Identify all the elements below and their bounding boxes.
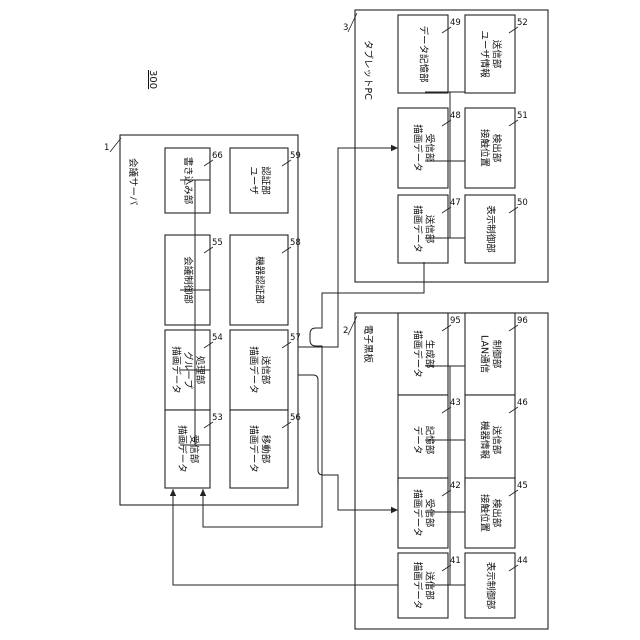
figure-number: 300 <box>147 70 158 89</box>
conference-server-number: 1 <box>104 143 109 153</box>
block-user-info-transmission-unit: ユーザ情報送信部 52 <box>465 15 528 93</box>
block-number: 47 <box>450 198 461 208</box>
block-number: 95 <box>450 316 461 326</box>
block-label-line: 送信部 <box>260 356 272 385</box>
block-drawing-data-transmission-unit: 描画データ送信部 57 <box>230 330 301 410</box>
tablet-pc-frame <box>355 10 548 282</box>
conference-server-label: 会議サーバ <box>127 158 139 206</box>
conference-server-leader <box>110 138 121 152</box>
tablet-pc-leader <box>348 13 357 32</box>
block-label-line: 描画データ <box>248 346 260 394</box>
whiteboard-label: 電子黒板 <box>362 325 374 364</box>
block-label-line: 会議制御部 <box>182 256 194 304</box>
block-label-line: 受信部 <box>188 435 200 464</box>
block-contact-position-detection-unit: 接触位置検出部 45 <box>465 478 528 548</box>
block-label-line: LAN通信 <box>479 335 491 373</box>
block-label-line: 受信部 <box>424 499 436 528</box>
block-label-line: 機器認証部 <box>254 256 266 304</box>
whiteboard-frame <box>355 313 548 629</box>
block-number: 49 <box>450 18 461 28</box>
block-lan-communication-control-unit: LAN通信制御部 96 <box>465 313 528 395</box>
block-number: 55 <box>212 238 223 248</box>
block-number: 56 <box>290 413 301 423</box>
conference-server: 会議サーバ 1 書き込み部66 ユーザ認証部59 会議制御部55 機器認証部58… <box>104 135 301 505</box>
block-contact-position-detection-unit: 接触位置検出部 51 <box>465 108 528 188</box>
block-label-line: 送信部 <box>424 215 436 244</box>
block-drawing-data-reception-unit: 描画データ受信部 53 <box>165 410 223 488</box>
block-number: 58 <box>290 238 301 248</box>
block-number: 45 <box>517 481 528 491</box>
block-device-info-transmission-unit: 機器情報送信部 46 <box>465 395 528 485</box>
tablet-pc-number: 3 <box>343 23 348 33</box>
block-label-line: 表示制御部 <box>485 205 497 253</box>
block-label-line: 描画データ <box>412 562 424 610</box>
block-label-line: データ記憶部 <box>418 25 430 82</box>
wire-server-to-whiteboard <box>298 375 398 510</box>
block-user-authentication-unit: ユーザ認証部 59 <box>230 148 301 213</box>
whiteboard-number: 2 <box>343 326 348 336</box>
block-data-storage-unit: データ記憶部 49 <box>398 15 461 93</box>
block-drawing-data-transmission-unit: 描画データ送信部 47 <box>398 195 461 263</box>
block-number: 46 <box>517 398 528 408</box>
block-number: 52 <box>517 18 528 28</box>
wire-server-to-tablet <box>298 148 398 347</box>
tablet-pc-label: タブレットPC <box>362 40 374 100</box>
block-number: 43 <box>450 398 461 408</box>
block-label-line: 表示制御部 <box>485 562 497 610</box>
block-label-line: 認証部 <box>260 166 272 195</box>
block-number: 48 <box>450 111 461 121</box>
block-number: 50 <box>517 198 528 208</box>
block-number: 57 <box>290 333 301 343</box>
block-drawing-data-reception-unit: 描画データ受信部 48 <box>398 108 461 188</box>
block-label-line: 接触位置 <box>479 129 491 167</box>
wire-whiteboard-to-server <box>173 489 398 585</box>
block-label-line: データ <box>412 426 424 455</box>
block-label-line: 検出部 <box>491 134 503 163</box>
block-device-authentication-unit: 機器認証部 58 <box>230 235 301 325</box>
block-label-line: 制御部 <box>491 340 503 369</box>
block-number: 51 <box>517 111 528 121</box>
block-conference-control-unit: 会議制御部 55 <box>165 235 223 325</box>
block-number: 59 <box>290 151 301 161</box>
block-number: 96 <box>517 316 528 326</box>
block-label-line: 描画データ <box>412 124 424 172</box>
block-label-line: 描画データ <box>176 425 188 473</box>
block-label-line: 描画データ <box>412 330 424 378</box>
block-number: 53 <box>212 413 223 423</box>
block-drawing-data-generation-unit: 描画データ生成部 95 <box>398 313 461 395</box>
block-label-line: 生成部 <box>424 340 436 369</box>
tablet-pc: タブレットPC 3 データ記憶部49 ユーザ情報送信部52 描画データ受信部48… <box>343 10 548 282</box>
block-label-line: ユーザ情報 <box>479 30 491 78</box>
block-display-control-unit: 表示制御部 50 <box>465 195 528 263</box>
block-label-line: 接触位置 <box>479 494 491 532</box>
electronic-whiteboard: 電子黒板 2 描画データ生成部95 LAN通信制御部96 データ記憶部43 機器… <box>343 313 548 629</box>
block-number: 42 <box>450 481 461 491</box>
block-display-control-unit: 表示制御部 44 <box>465 553 528 618</box>
block-label-line: 描画データ <box>248 425 260 473</box>
block-label-line: 描画データ <box>412 205 424 253</box>
block-label-line: ユーザ <box>248 166 259 195</box>
block-label-line: 検出部 <box>491 499 503 528</box>
block-number: 66 <box>212 151 223 161</box>
block-label-line: 送信部 <box>491 40 503 69</box>
whiteboard-leader <box>348 316 357 335</box>
block-label-line: 描画データ <box>412 489 424 537</box>
block-label-line: 送信部 <box>491 426 503 455</box>
block-number: 41 <box>450 556 461 566</box>
block-label-line: 移動部 <box>260 435 272 464</box>
block-number: 44 <box>517 556 528 566</box>
block-drawing-data-moving-unit: 描画データ移動部 56 <box>230 410 301 488</box>
block-label-line: 機器情報 <box>479 421 491 460</box>
block-label-line: 受信部 <box>424 134 436 163</box>
block-drawing-data-reception-unit: 描画データ受信部 42 <box>398 478 461 548</box>
block-number: 54 <box>212 333 223 343</box>
